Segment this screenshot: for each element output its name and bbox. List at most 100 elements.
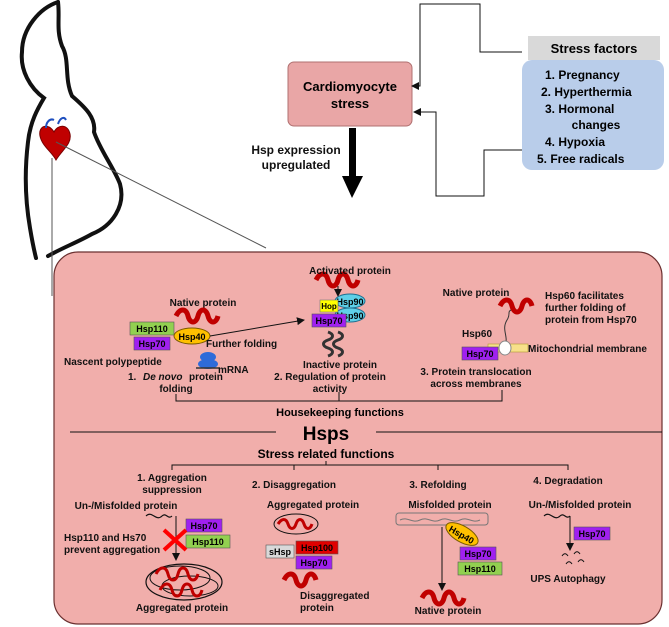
item1-line2: folding	[159, 384, 192, 395]
hsp-expression-line1: Hsp expression	[251, 143, 340, 157]
further-folding-arrow	[209, 317, 305, 337]
hsp70-chip-c1	[185, 518, 223, 533]
c4-unmisfolded-label: Un-/Misfolded protein	[529, 500, 632, 511]
stress-factors-title: Stress factors	[551, 41, 638, 56]
stress-related-title: Stress related functions	[258, 447, 395, 461]
stress-factor-1: 1. Pregnancy	[545, 68, 620, 82]
inactive-protein-label: Inactive protein	[303, 360, 377, 371]
pregnant-woman-silhouette	[19, 0, 124, 260]
hsp70-label-c4: Hsp70	[578, 529, 605, 539]
activated-protein-icon	[313, 271, 361, 289]
c3-native-label: Native protein	[415, 606, 482, 617]
item3-line1: 3. Protein translocation	[420, 367, 531, 378]
native-protein-label-3: Native protein	[443, 288, 510, 299]
c2-disaggregated-protein-icon	[281, 571, 319, 589]
c3-misfolded-label: Misfolded protein	[408, 500, 491, 511]
hop-label: Hop	[321, 302, 337, 311]
c3-native-protein-icon	[419, 589, 467, 607]
hsp70-chip-c3	[459, 546, 497, 561]
mito-membrane-label: Mitochondrial membrane	[528, 344, 647, 355]
stress-factor-4: 4. Hypoxia	[545, 135, 605, 149]
c4-ups-label: UPS Autophagy	[530, 574, 606, 585]
c1-aggregated-protein-icon	[145, 563, 223, 601]
c2-aggregated-label: Aggregated protein	[267, 500, 359, 511]
hsp110-label-c1: Hsp110	[192, 537, 224, 547]
cardio-line2: stress	[331, 96, 369, 111]
down-arrow-icon	[342, 128, 363, 198]
hsp90-label-a: Hsp90	[336, 297, 363, 307]
nascent-polypeptide-label: Nascent polypeptide	[64, 357, 162, 368]
degraded-fragments-icon	[561, 551, 585, 565]
hsp70-chip-denovo	[133, 336, 171, 351]
stress-factor-3: 3. Hormonal	[545, 102, 614, 116]
inactive-protein-icon	[322, 330, 344, 358]
c4-title: 4. Degradation	[533, 476, 602, 487]
stress-factor-2: 2. Hyperthermia	[541, 85, 632, 99]
item2-line1: 2. Regulation of protein	[274, 372, 386, 383]
hsp70-label-transloc: Hsp70	[466, 349, 493, 359]
item1-italic: De novo	[143, 372, 182, 383]
c4-unfolded-chain	[543, 513, 571, 519]
hsp60-pore	[498, 340, 512, 356]
item1-rest: protein	[189, 372, 223, 383]
hsp60-note-3: protein from Hsp70	[545, 315, 637, 326]
hsp70-chip-c4	[573, 526, 611, 541]
c2-disaggregated-label-2: protein	[300, 603, 334, 614]
connector-bottom	[413, 108, 522, 197]
hsp110-chip-c1	[185, 534, 231, 549]
translocation-chain	[504, 309, 512, 347]
c1-unmisfolded-label: Un-/Misfolded protein	[75, 501, 178, 512]
hop-chip	[319, 299, 339, 313]
hsp60-label: Hsp60	[462, 329, 492, 340]
hsp110-label-denovo: Hsp110	[136, 324, 168, 334]
cardio-line1: Cardiomyocyte	[303, 79, 397, 94]
hsp70-chip-transloc	[461, 346, 499, 361]
hsp60-note-1: Hsp60 facilitates	[545, 291, 624, 302]
activated-protein-label: Activated protein	[309, 266, 391, 277]
c2-title: 2. Disaggregation	[252, 480, 336, 491]
stress-factor-5: 5. Free radicals	[537, 152, 625, 166]
hsp110-chip-c3	[457, 561, 503, 576]
hsp70-label-c3: Hsp70	[464, 549, 491, 559]
c1-aggregated-label: Aggregated protein	[136, 603, 228, 614]
hsp40-chip-c3	[445, 522, 479, 546]
item1-number: 1.	[128, 372, 137, 383]
hsp70-label-denovo: Hsp70	[138, 339, 165, 349]
item2-line2: activity	[313, 384, 348, 395]
native-protein-label-1: Native protein	[170, 298, 237, 309]
stress-factors-box	[522, 60, 664, 170]
native-protein-icon-3	[497, 297, 535, 315]
stress-bracket	[171, 464, 569, 470]
hsp70-label-c1: Hsp70	[190, 521, 217, 531]
ribosome-icon	[196, 352, 220, 369]
c2-disaggregated-label-1: Disaggregated	[300, 591, 369, 602]
hsp110-chip-denovo	[129, 321, 175, 336]
cardiomyocyte-stress-box	[287, 61, 413, 127]
hsp100-chip	[295, 540, 339, 555]
item3-line2: across membranes	[430, 379, 522, 390]
hsp100-label: Hsp100	[301, 543, 333, 553]
hsp70-chip-c2	[295, 555, 333, 570]
housekeeping-title: Housekeeping functions	[276, 407, 404, 419]
mrna-label: mRNA	[218, 365, 249, 376]
connector-top	[411, 3, 522, 90]
hsps-title: Hsps	[303, 424, 349, 445]
hsp60-note-2: further folding of	[545, 303, 626, 314]
c2-aggregated-protein-icon	[273, 513, 319, 535]
native-protein-icon-1	[173, 307, 221, 325]
hsp40-label-denovo: Hsp40	[178, 332, 205, 342]
hsp-expression-line2: upregulated	[262, 158, 331, 172]
callout-line-diagonal	[55, 141, 267, 249]
hsp70-chip-reg	[311, 313, 347, 328]
hsp110-label-c3: Hsp110	[464, 564, 496, 574]
c1-title-1: 1. Aggregation	[137, 473, 207, 484]
stress-factors-header	[528, 36, 660, 60]
c1-title-2: suppression	[142, 485, 201, 496]
hsp70-label-c2: Hsp70	[300, 558, 327, 568]
c3-misfolded-protein-icon	[395, 512, 489, 526]
c1-note-2: prevent aggregation	[64, 545, 160, 556]
hsp90-label-b: Hsp90	[336, 311, 363, 321]
further-folding-label: Further folding	[206, 339, 277, 350]
shsp-chip	[265, 544, 295, 559]
